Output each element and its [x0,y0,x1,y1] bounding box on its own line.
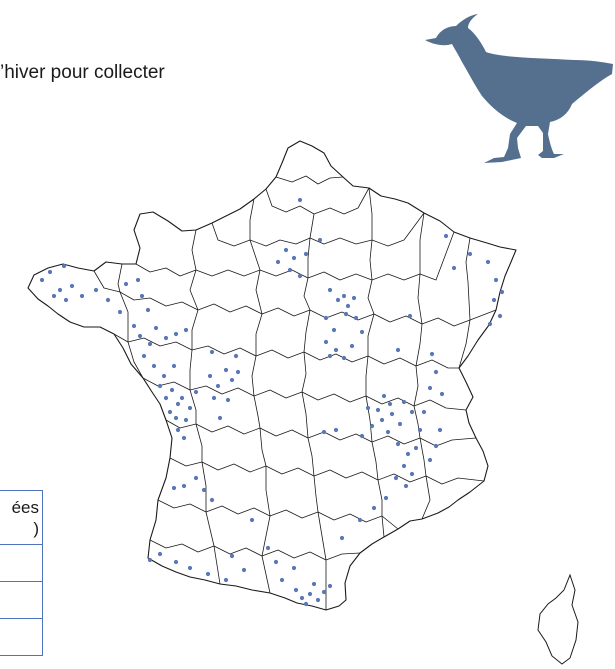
header-line-2: ) [33,519,39,538]
table-cell [0,618,43,656]
corsica-outline [537,573,579,665]
legend-table: ées) [0,490,43,656]
observation-markers [39,197,505,607]
france-outline [27,140,517,611]
legend-table-header-cell: ées) [0,490,43,545]
table-cell [0,581,43,619]
department-boundaries [93,175,497,610]
legend-table-header-row: ées) [0,490,43,545]
header-line-1: ées [11,498,39,517]
legend-table-row [0,544,43,582]
table-cell [0,544,43,582]
lapwing-silhouette-icon [425,14,613,163]
legend-table-row [0,618,43,656]
legend-table-row [0,581,43,619]
france-map [27,140,579,665]
headline-text: ’hiver pour collecter [0,62,165,83]
